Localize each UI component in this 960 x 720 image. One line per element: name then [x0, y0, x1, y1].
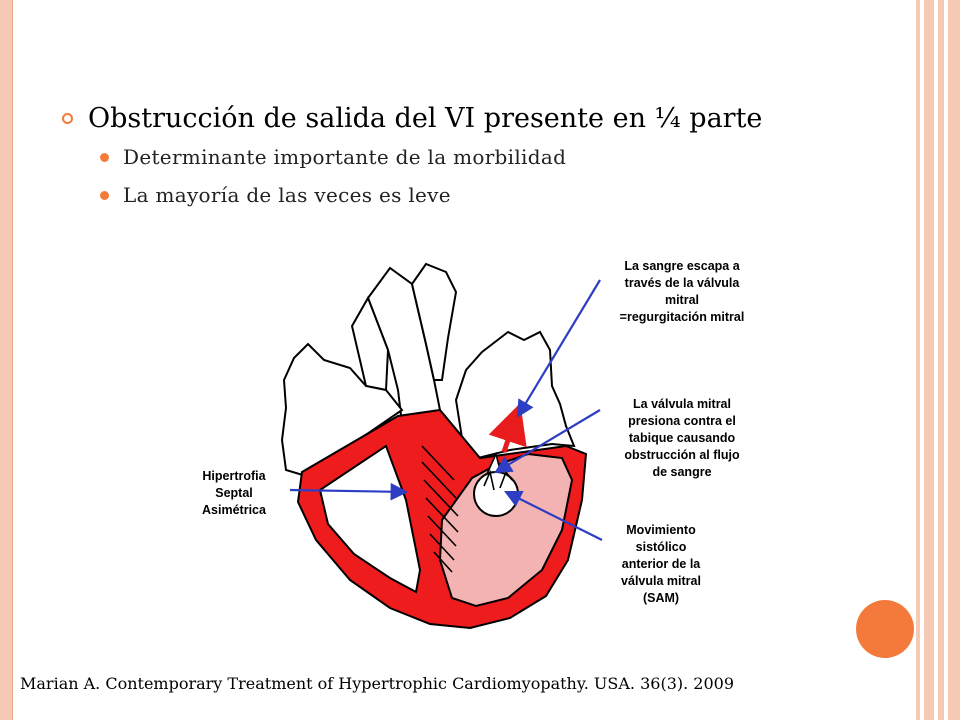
- regurgitation-arrow: [488, 403, 527, 453]
- left-atrium-outline: [454, 330, 576, 460]
- pointer-sam-arrow: [504, 491, 603, 541]
- main-bullet: Obstrucción de salida del VI presente en…: [60, 98, 900, 138]
- main-bullet-text: Obstrucción de salida del VI presente en…: [88, 102, 763, 134]
- sub-bullet: La mayoría de las veces es leve: [100, 176, 900, 214]
- sub-bullet-text: Determinante importante de la morbilidad: [123, 145, 567, 169]
- orange-circle-decoration: [856, 600, 914, 658]
- heart-illustration: [280, 262, 603, 630]
- dot-bullet-icon: [100, 190, 109, 200]
- left-border-decoration: [0, 0, 13, 720]
- right-atrium-outline: [280, 342, 404, 478]
- pulmonary-artery-outline: [410, 262, 458, 381]
- heart-diagram: Hipertrofia Septal Asimétrica La sangre …: [190, 240, 770, 640]
- sub-bullet-text: La mayoría de las veces es leve: [123, 183, 451, 207]
- right-ventricle-cavity: [318, 444, 422, 594]
- pointer-septal-arrow: [289, 482, 409, 501]
- ring-bullet-icon: [62, 112, 73, 124]
- bullet-list: Obstrucción de salida del VI presente en…: [60, 98, 900, 214]
- label-sam: Movimiento sistólico anterior de la válv…: [621, 523, 701, 605]
- right-stripes-decoration: [916, 0, 960, 720]
- septum-hatching: [421, 445, 459, 573]
- label-septal-hypertrophy: Hipertrofia Septal Asimétrica: [202, 469, 266, 517]
- vessel-left-outline: [350, 295, 390, 392]
- pointer-regurgitation-arrow: [516, 279, 601, 418]
- label-mitral-regurgitation: La sangre escapa a través de la válvula …: [619, 259, 745, 324]
- sub-bullet: Determinante importante de la morbilidad: [100, 138, 900, 176]
- dot-bullet-icon: [100, 152, 109, 162]
- citation-text: Marian A. Contemporary Treatment of Hype…: [20, 674, 735, 693]
- pointer-obstruction-arrow: [494, 409, 601, 474]
- label-obstruction: La válvula mitral presiona contra el tab…: [624, 397, 740, 479]
